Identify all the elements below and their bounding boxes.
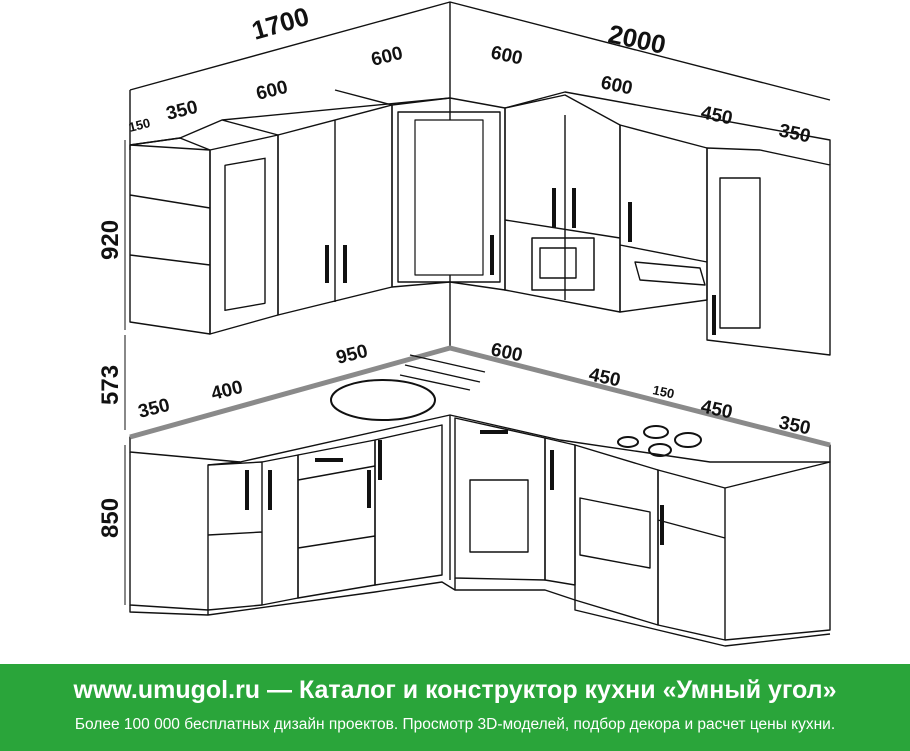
dishwasher (454, 417, 546, 581)
base-door-left-2 (261, 454, 299, 606)
dim-height-base: 850 (97, 498, 124, 538)
dim-upper-left-3: 600 (369, 43, 405, 71)
dim-counter-right-2: 150 (651, 382, 675, 401)
dim-upper-right-2: 450 (699, 102, 734, 129)
dim-upper-right-3: 350 (777, 120, 812, 147)
dim-height-upper: 920 (97, 220, 124, 260)
bottle-cabinet (544, 437, 576, 586)
footer-banner: www.umugol.ru — Каталог и конструктор ку… (0, 664, 910, 751)
dim-counter-left-0: 350 (136, 395, 172, 423)
kitchen-diagram: 1700 2000 150 350 600 600 600 600 450 35… (97, 1, 831, 647)
range-hood (634, 261, 706, 286)
dim-counter-left-2: 950 (334, 341, 370, 369)
countertop-edge (129, 345, 831, 448)
dim-upper-right-1: 600 (599, 72, 634, 99)
base-right-end (657, 469, 726, 641)
footer-title-link[interactable]: www.umugol.ru — Каталог и конструктор ку… (73, 676, 837, 704)
dim-top-right-total: 2000 (606, 19, 669, 60)
dim-top-left-total: 1700 (248, 1, 312, 46)
open-shelf-unit (129, 137, 211, 335)
footer-subtitle: Более 100 000 бесплатных дизайн проектов… (74, 716, 836, 733)
base-corner-left (129, 452, 241, 611)
base-oven-left (297, 439, 376, 599)
sink (330, 379, 436, 421)
dim-upper-right-0: 600 (489, 42, 524, 69)
upper-cabinet-double-left (277, 104, 393, 316)
base-door-left (207, 461, 263, 611)
upper-cabinet-glass-right (706, 147, 831, 356)
dim-upper-left-1: 350 (164, 97, 200, 125)
dim-counter-left-1: 400 (209, 377, 245, 405)
dim-upper-left-2: 600 (254, 77, 290, 105)
oven-base (574, 444, 659, 626)
cooktop (617, 425, 702, 457)
microwave (531, 237, 595, 291)
base-door-sink (374, 424, 443, 586)
dim-upper-left-0: 150 (127, 115, 152, 135)
dim-height-gap: 573 (97, 365, 124, 405)
upper-cabinet-right-1 (504, 94, 621, 313)
